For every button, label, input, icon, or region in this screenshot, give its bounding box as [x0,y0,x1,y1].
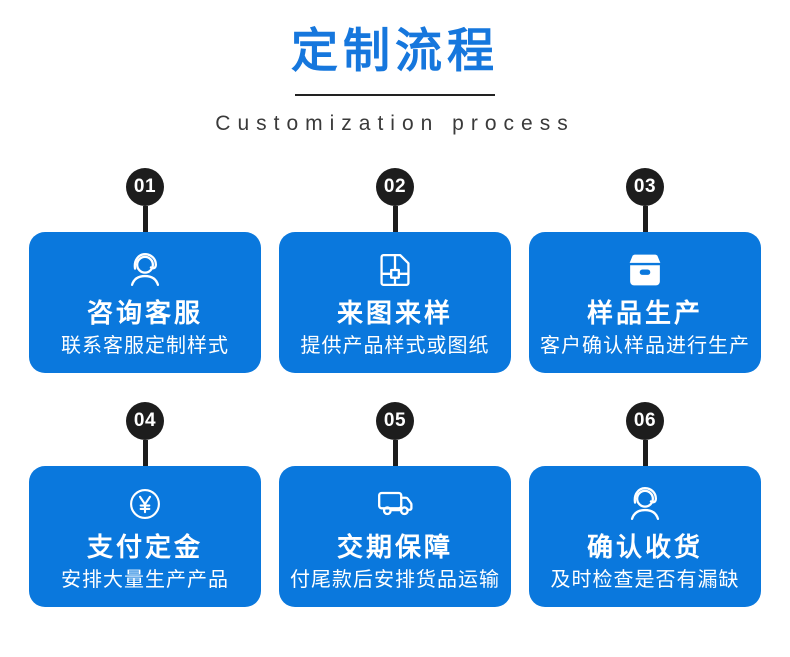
steps-grid: 01 咨询客服 联系客服定制样式 02 [0,168,790,608]
step-card: 来图来样 提供产品样式或图纸 [279,232,511,374]
step-06: 06 确认收货 及时检查是否有漏缺 [529,402,761,608]
step-card: 支付定金 安排大量生产产品 [29,466,261,608]
step-number-badge: 05 [376,402,414,441]
step-05: 05 交期保障 付尾款后安排货品运输 [279,402,511,608]
connector-line [392,206,398,233]
step-04: 04 支付定金 安排大量生产产品 [29,402,261,608]
connector-line [142,206,148,233]
header: 定制流程 Customization process [0,0,790,136]
step-02: 02 来图来样 提供产品样式或图纸 [279,168,511,374]
truck-icon [372,481,418,527]
page-subtitle: Customization process [215,112,575,136]
step-title: 来图来样 [336,298,453,329]
step-number-badge: 01 [126,168,164,207]
headset-icon [122,247,168,293]
page-title: 定制流程 [291,24,499,77]
step-card: 咨询客服 联系客服定制样式 [29,232,261,374]
step-title: 咨询客服 [86,298,203,329]
step-title: 样品生产 [586,298,703,329]
step-description: 安排大量生产产品 [61,569,229,592]
step-card: 交期保障 付尾款后安排货品运输 [279,466,511,608]
connector-line [392,440,398,467]
step-description: 提供产品样式或图纸 [300,335,490,358]
step-title: 确认收货 [586,532,703,563]
step-number-badge: 02 [376,168,414,207]
yuan-coin-icon [122,481,168,527]
headset-icon [622,481,668,527]
step-01: 01 咨询客服 联系客服定制样式 [29,168,261,374]
connector-line [642,206,648,233]
title-underline [295,94,495,97]
connector-line [142,440,148,467]
step-03: 03 样品生产 客户确认样品进行生产 [529,168,761,374]
step-card: 确认收货 及时检查是否有漏缺 [529,466,761,608]
step-description: 付尾款后安排货品运输 [290,569,500,592]
blueprint-icon [372,247,418,293]
step-description: 联系客服定制样式 [61,335,229,358]
step-description: 及时检查是否有漏缺 [550,569,740,592]
step-number-badge: 06 [626,402,664,441]
step-title: 交期保障 [336,532,453,563]
step-card: 样品生产 客户确认样品进行生产 [529,232,761,374]
step-number-badge: 04 [126,402,164,441]
sample-box-icon [622,247,668,293]
connector-line [642,440,648,467]
step-number-badge: 03 [626,168,664,207]
step-description: 客户确认样品进行生产 [540,335,750,358]
step-title: 支付定金 [86,532,203,563]
